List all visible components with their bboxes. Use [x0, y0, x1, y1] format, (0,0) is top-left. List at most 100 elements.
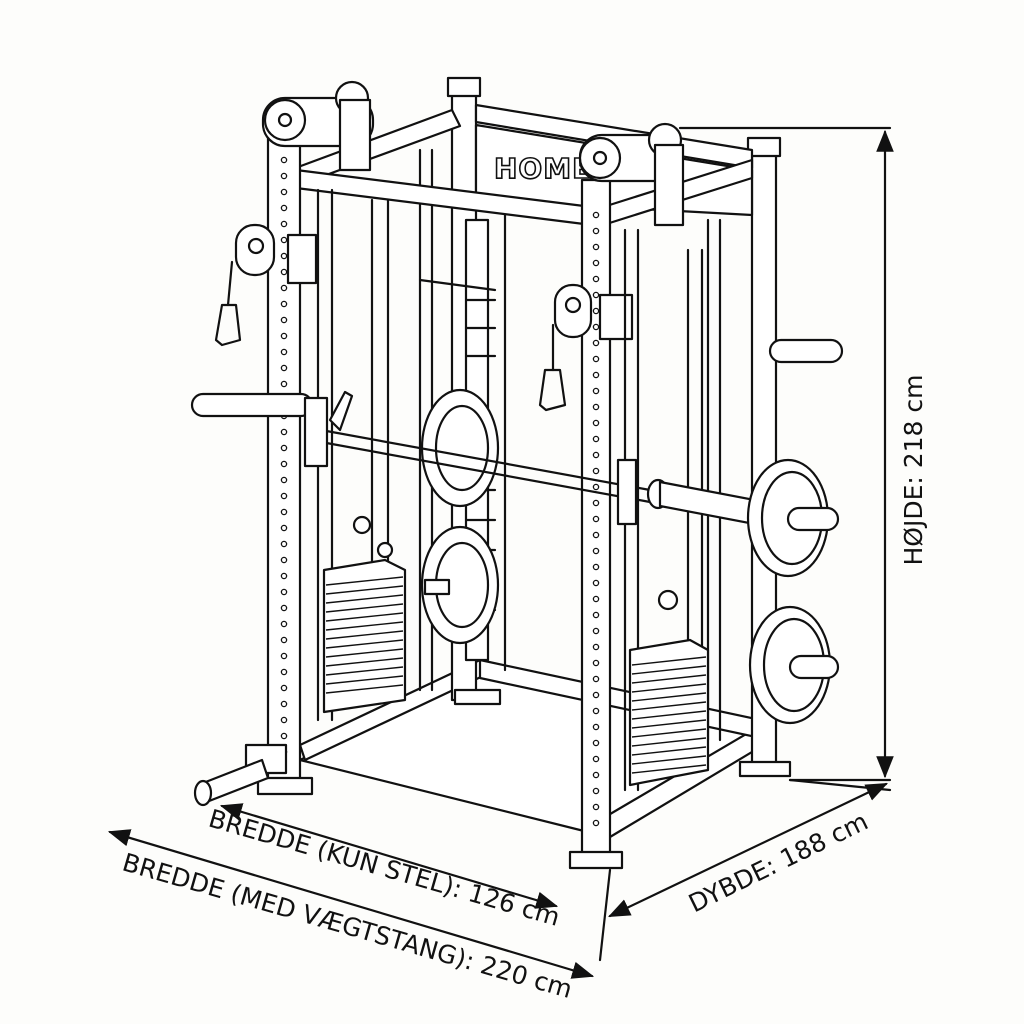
- upright-hole: [592, 515, 600, 523]
- upright-hole: [592, 419, 600, 427]
- upright-hole: [280, 668, 288, 676]
- upright-hole: [280, 684, 288, 692]
- upright-hole: [280, 652, 288, 660]
- upright-hole: [592, 227, 600, 235]
- upright-hole: [280, 364, 288, 372]
- upright-hole: [592, 451, 600, 459]
- upright-hole: [280, 460, 288, 468]
- left-top-pulley: [261, 80, 375, 172]
- upright-hole: [280, 316, 288, 324]
- upright-hole: [280, 524, 288, 532]
- upright-hole: [592, 323, 600, 331]
- upright-hole: [280, 428, 288, 436]
- upright-hole: [592, 643, 600, 651]
- upright-hole: [280, 716, 288, 724]
- upright-hole: [592, 259, 600, 267]
- upright-hole: [280, 220, 288, 228]
- upright-hole: [280, 172, 288, 180]
- barbell: [190, 390, 840, 578]
- upright-hole: [592, 563, 600, 571]
- upright-hole: [592, 355, 600, 363]
- upright-hole: [280, 604, 288, 612]
- upright-hole: [280, 572, 288, 580]
- right-weight-stack: [623, 228, 710, 792]
- upright-hole: [592, 595, 600, 603]
- upright-hole: [592, 531, 600, 539]
- upright-hole: [280, 492, 288, 500]
- upright-hole: [280, 188, 288, 196]
- upright-hole: [592, 627, 600, 635]
- weight-plate-line: [631, 665, 707, 675]
- upright-hole: [280, 284, 288, 292]
- right-plate-storage: [748, 338, 844, 725]
- upright-hole: [280, 252, 288, 260]
- weight-plate-line: [631, 674, 707, 684]
- upright-hole: [280, 204, 288, 212]
- upright-hole: [592, 579, 600, 587]
- weight-plate-line: [325, 684, 404, 694]
- front-left-upright-holes: [280, 156, 288, 756]
- upright-hole: [592, 803, 600, 811]
- left-low-pulley: [214, 223, 318, 347]
- upright-hole: [592, 691, 600, 699]
- weight-plate-line: [631, 710, 707, 720]
- upright-hole: [592, 723, 600, 731]
- right-top-pulley: [578, 122, 685, 227]
- stored-plates-center: [420, 388, 500, 645]
- upright-hole: [280, 732, 288, 740]
- weight-plate-line: [631, 701, 707, 711]
- upright-hole: [592, 611, 600, 619]
- weight-plate-line: [631, 692, 707, 702]
- upright-hole: [280, 476, 288, 484]
- upright-hole: [280, 636, 288, 644]
- landmine-attachment: [193, 743, 288, 807]
- upright-hole: [592, 499, 600, 507]
- upright-hole: [592, 483, 600, 491]
- upright-hole: [592, 675, 600, 683]
- upright-hole: [592, 787, 600, 795]
- upright-hole: [592, 275, 600, 283]
- upright-hole: [280, 236, 288, 244]
- upright-hole: [592, 771, 600, 779]
- weight-plate-line: [325, 594, 404, 604]
- upright-hole: [280, 444, 288, 452]
- upright-hole: [280, 156, 288, 164]
- upright-hole: [592, 435, 600, 443]
- upright-hole: [592, 387, 600, 395]
- upright-hole: [280, 268, 288, 276]
- weight-plate-line: [325, 666, 404, 676]
- weight-plate-line: [631, 656, 707, 666]
- weight-plate-line: [631, 683, 707, 693]
- weight-plate-line: [325, 612, 404, 622]
- upright-hole: [592, 819, 600, 827]
- front-right-upright-holes: [592, 211, 600, 827]
- upright-hole: [592, 307, 600, 315]
- weight-plate-line: [325, 585, 404, 595]
- upright-hole: [592, 467, 600, 475]
- weight-plate-line: [325, 657, 404, 667]
- upright-hole: [592, 403, 600, 411]
- weight-plate-line: [325, 639, 404, 649]
- weight-plate-line: [325, 648, 404, 658]
- weight-plate-line: [325, 675, 404, 685]
- weight-plate-line: [631, 719, 707, 729]
- weight-plate-line: [631, 737, 707, 747]
- upright-hole: [592, 739, 600, 747]
- upright-hole: [592, 659, 600, 667]
- weight-plate-line: [631, 746, 707, 756]
- weight-plate-line: [631, 764, 707, 774]
- weight-plate-line: [325, 603, 404, 613]
- upright-hole: [280, 540, 288, 548]
- depth-label: DYBDE: 188 cm: [684, 806, 872, 918]
- weight-plate-line: [631, 755, 707, 765]
- upright-hole: [280, 620, 288, 628]
- upright-hole: [280, 380, 288, 388]
- weight-plate-line: [325, 630, 404, 640]
- upright-hole: [280, 348, 288, 356]
- weight-plate-line: [325, 576, 404, 586]
- height-dimension: HØJDE: 218 cm: [678, 126, 928, 782]
- weight-plate-line: [631, 728, 707, 738]
- upright-hole: [592, 755, 600, 763]
